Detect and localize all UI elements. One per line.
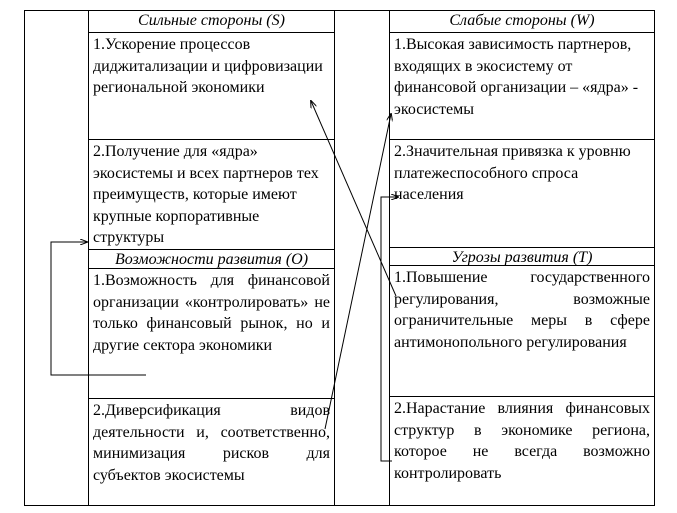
opportunity-item-1: 1.Возможность для финансовой организации… bbox=[88, 268, 335, 399]
arrow-o2-to-w1 bbox=[324, 114, 391, 430]
strength-item-2: 2.Получение для «ядра» экосистемы и всех… bbox=[88, 139, 335, 250]
arrow-t1-to-s1 bbox=[311, 101, 397, 297]
weakness-item-1: 1.Высокая зависимость партнеров, входящи… bbox=[389, 32, 655, 140]
weakness-item-2: 2.Значительная привязка к уровню платеже… bbox=[389, 139, 655, 248]
arrow-t2-to-w2 bbox=[380, 197, 398, 462]
opportunity-item-2: 2.Диверсификация видов деятельности и, с… bbox=[88, 398, 335, 506]
threat-item-2: 2.Нарастание влияния финансовых структур… bbox=[389, 396, 655, 506]
threat-item-1: 1.Повышение государственного регулирован… bbox=[389, 265, 655, 397]
arrow-o1-to-s2 bbox=[50, 242, 146, 376]
